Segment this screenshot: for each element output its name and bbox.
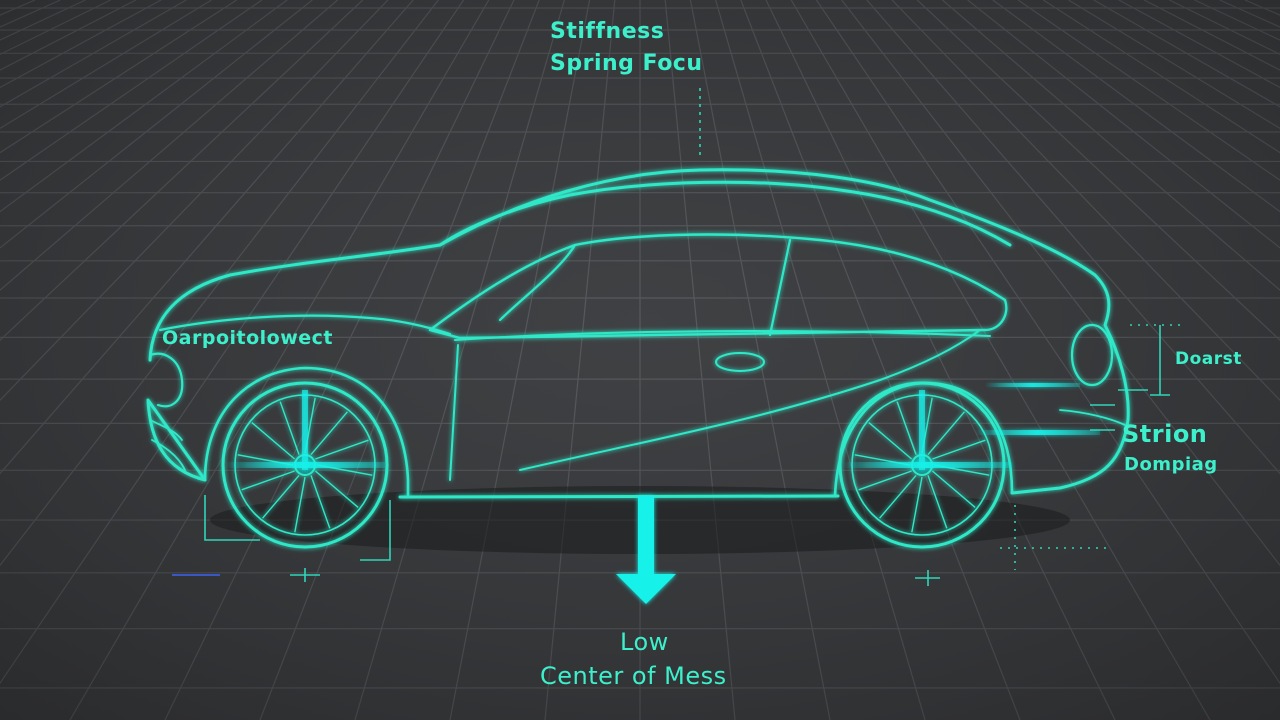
car-body-outline [146, 168, 1130, 499]
wheel-spoke [294, 476, 306, 533]
car-hood-line [158, 314, 452, 336]
wheel-spoke [858, 470, 912, 491]
low-label: Low [620, 628, 669, 656]
taillight [1070, 323, 1114, 387]
wheel-spoke [896, 401, 917, 455]
wheel-spoke [315, 439, 369, 460]
wheel-spoke [931, 470, 976, 508]
front-grille [149, 419, 186, 471]
spring-force-label: Spring Focu [550, 51, 703, 76]
wheel-spoke [314, 470, 359, 508]
wheel-spoke [911, 476, 923, 533]
wheel-spoke [879, 474, 917, 519]
car-side-sweep [519, 329, 981, 471]
left-callout-label: Oarpoitolowect [162, 327, 333, 349]
damping-label: Dompiag [1124, 454, 1218, 475]
wheel-spoke [262, 474, 300, 519]
strion-label: Strion [1122, 420, 1207, 448]
front-wheel-arch [203, 366, 410, 499]
damping-beam-lower [975, 430, 1100, 435]
wheel-spoke [251, 422, 296, 460]
wheel-spoke [241, 470, 295, 491]
car-a-pillar [498, 243, 577, 322]
rear-axle-beam [842, 462, 1012, 468]
front-strut-beam [302, 390, 308, 470]
stiffness-label: Stiffness [550, 19, 664, 44]
wheel-spoke [927, 475, 948, 529]
wheel-spoke [279, 401, 300, 455]
center-of-mass-label: Center of Mess [540, 662, 727, 690]
car-roof-line [438, 180, 1012, 247]
car-door-handle [715, 352, 765, 372]
suspension-beams [225, 383, 1100, 470]
damping-beam-upper [985, 383, 1080, 387]
wheel-spoke [932, 439, 986, 460]
front-wheel [221, 381, 389, 549]
down-arrow-icon [616, 496, 676, 604]
car-b-pillar [768, 238, 792, 337]
car-beltline [454, 330, 991, 341]
car-window-frame [428, 233, 1008, 340]
rear-strut-beam [919, 390, 925, 470]
car-wireframe [146, 168, 1130, 499]
wheel-spoke [310, 411, 348, 456]
wheel-spoke [927, 411, 965, 456]
wheel-spoke [310, 475, 331, 529]
rear-bumper [1059, 409, 1126, 426]
dimension-marks [172, 88, 1185, 586]
headlight [148, 352, 184, 408]
wheel-spoke [868, 422, 913, 460]
car-door-line [449, 344, 459, 481]
right-top-label: Doarst [1175, 349, 1242, 369]
